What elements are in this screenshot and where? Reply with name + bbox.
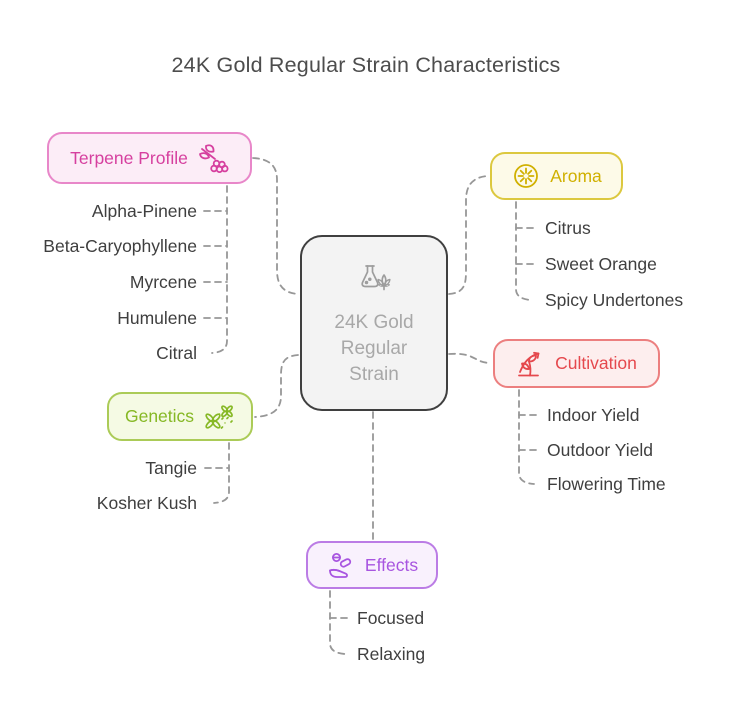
chromosomes-icon [205, 404, 233, 429]
item-tangie: Tangie [145, 458, 197, 478]
item-spicy-undertones: Spicy Undertones [545, 290, 684, 310]
item-focused: Focused [357, 608, 425, 628]
hops-berries-icon [198, 144, 229, 173]
branch-node-effects[interactable]: Effects [306, 541, 438, 589]
citrus-slice-icon [514, 164, 539, 188]
item-humulene: Humulene [117, 308, 197, 328]
center-label-line: Strain [349, 364, 399, 385]
page-title: 24K Gold Regular Strain Characteristics [171, 53, 561, 77]
center-label-line: 24K Gold [334, 312, 414, 333]
branch-label: Cultivation [555, 353, 637, 373]
item-citral: Citral [156, 343, 197, 363]
plant-growth-icon [518, 351, 540, 376]
item-kosher-kush: Kosher Kush [96, 493, 197, 513]
item-indoor-yield: Indoor Yield [547, 405, 640, 425]
item-sweet-orange: Sweet Orange [545, 254, 657, 274]
item-flowering-time: Flowering Time [547, 474, 666, 494]
hand-pills-icon [329, 553, 352, 578]
flask-cannabis-icon [352, 263, 396, 302]
branch-node-terpene-profile[interactable]: Terpene Profile [47, 132, 252, 184]
branch-node-genetics[interactable]: Genetics [107, 392, 253, 441]
branch-node-aroma[interactable]: Aroma [490, 152, 623, 200]
item-outdoor-yield: Outdoor Yield [547, 440, 654, 460]
branch-label: Aroma [550, 165, 602, 186]
item-citrus: Citrus [545, 218, 591, 238]
item-beta-caryophyllene: Beta-Caryophyllene [43, 236, 197, 256]
center-label-line: Regular [340, 338, 408, 359]
item-alpha-pinene: Alpha-Pinene [91, 201, 197, 221]
branch-node-cultivation[interactable]: Cultivation [493, 339, 660, 388]
branch-label: Effects [364, 554, 419, 575]
branch-label: Terpene Profile [70, 147, 188, 168]
item-relaxing: Relaxing [357, 644, 426, 664]
center-node[interactable]: 24K Gold Regular Strain [300, 235, 448, 411]
branch-label: Genetics [124, 406, 195, 426]
item-myrcene: Myrcene [129, 272, 197, 292]
